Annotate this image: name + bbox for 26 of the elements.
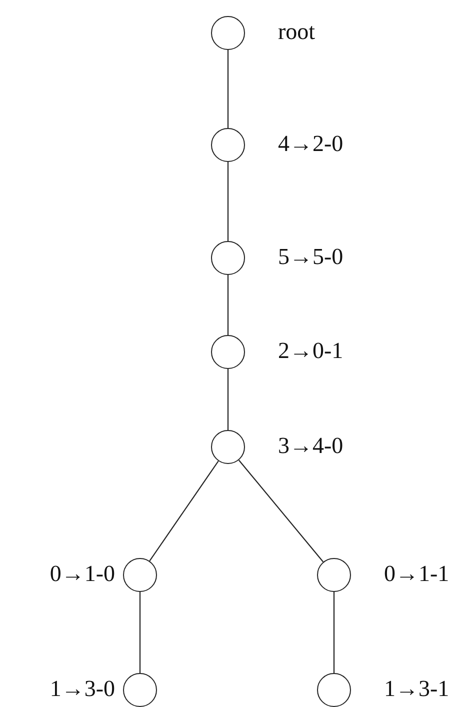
connector-line (149, 460, 219, 562)
node-label: 4→2-0 (278, 131, 344, 157)
circle-node (211, 128, 245, 162)
node-label: 3→4-0 (278, 433, 344, 459)
node-label: root (278, 19, 316, 45)
circle-node (211, 241, 245, 275)
circle-node (123, 673, 157, 707)
connector-line (139, 592, 141, 673)
connector-line (238, 460, 324, 562)
connector-line (227, 50, 229, 128)
node-label: 1→3-0 (50, 676, 115, 702)
circle-node (317, 673, 351, 707)
circle-node (211, 335, 245, 369)
node-label: 0→1-1 (384, 561, 450, 587)
circle-node (211, 16, 245, 50)
node-label: 2→0-1 (278, 338, 344, 364)
node-label: 1→3-1 (384, 676, 450, 702)
connector-line (227, 369, 229, 430)
circle-node (211, 430, 245, 464)
node-label: 0→1-0 (50, 561, 115, 587)
circle-node (123, 558, 157, 592)
connector-line (333, 592, 335, 673)
connector-line (227, 162, 229, 241)
node-label: 5→5-0 (278, 244, 344, 270)
circle-node (317, 558, 351, 592)
connector-line (227, 275, 229, 335)
